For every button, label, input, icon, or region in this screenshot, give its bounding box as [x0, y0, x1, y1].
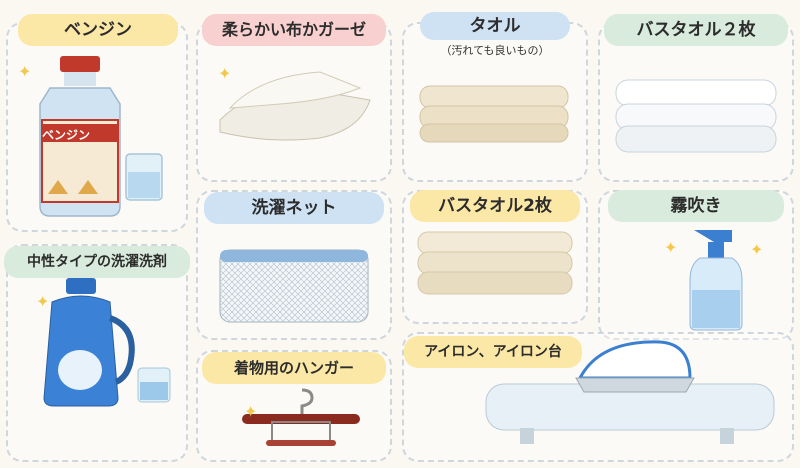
detergent-bottle-illustration — [38, 278, 178, 412]
sparkle-icon: ✦ — [218, 64, 232, 83]
sparkle-icon: ✦ — [664, 238, 678, 257]
benzine-bottle-label-text: ベンジン — [42, 128, 91, 142]
bath-towel-mid-illustration — [412, 226, 578, 310]
label-towel: タオル — [420, 12, 570, 40]
kimono-hanger-illustration — [236, 384, 366, 458]
iron-and-board-illustration — [480, 338, 780, 452]
label-benzine: ベンジン — [18, 14, 178, 46]
laundry-net-illustration — [214, 240, 374, 334]
label-iron: アイロン、アイロン台 — [404, 336, 582, 368]
sparkle-icon: ✦ — [750, 240, 764, 259]
label-bath-towel-mid: バスタオル2枚 — [410, 190, 580, 222]
benzine-bottle-illustration — [30, 56, 180, 222]
sparkle-icon: ✦ — [18, 62, 32, 81]
label-laundry-net: 洗濯ネット — [204, 192, 384, 224]
bath-towel-top-illustration — [610, 70, 782, 164]
label-soft-cloth: 柔らかい布かガーゼ — [202, 14, 386, 46]
sparkle-icon: ✦ — [244, 402, 258, 421]
soft-cloth-illustration — [210, 60, 380, 154]
label-bath-towel-top: バスタオル２枚 — [604, 14, 788, 46]
towel-illustration — [414, 78, 574, 152]
sparkle-icon: ✦ — [36, 292, 50, 311]
label-detergent: 中性タイプの洗濯洗剤 — [4, 246, 190, 278]
spray-bottle-illustration — [680, 224, 760, 338]
label-spray: 霧吹き — [608, 190, 784, 222]
label-towel-sub: （汚れても良いもの） — [440, 44, 550, 57]
label-hanger: 着物用のハンガー — [202, 352, 386, 384]
